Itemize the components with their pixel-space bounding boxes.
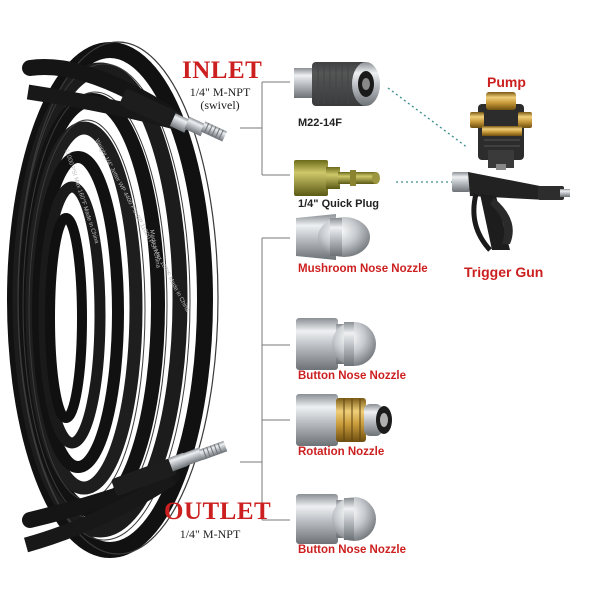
label-m22-14f: M22-14F — [298, 117, 343, 129]
inlet-note: (swivel) — [200, 98, 240, 112]
inlet-fitting — [119, 89, 227, 142]
quick-plug — [294, 160, 380, 196]
trigger-gun-illustration — [452, 172, 570, 252]
button-nozzle-1 — [296, 318, 376, 370]
mushroom-nozzle — [296, 214, 370, 260]
button-nozzle-2 — [296, 494, 376, 544]
outlet-title: OUTLET — [164, 498, 272, 525]
label-mushroom-nose-nozzle: Mushroom Nose Nozzle — [298, 263, 428, 275]
connector-lines — [387, 87, 469, 183]
inlet-thread: 1/4" M-NPT — [189, 85, 251, 99]
label-pump: Pump — [487, 74, 526, 90]
pump-illustration — [470, 92, 532, 170]
label-button-nose-nozzle-2: Button Nose Nozzle — [298, 544, 406, 556]
label-quick-plug: 1/4" Quick Plug — [298, 198, 380, 210]
outlet-fitting — [111, 440, 228, 496]
label-button-nose-nozzle-1: Button Nose Nozzle — [298, 370, 406, 382]
inlet-title: INLET — [182, 57, 263, 84]
bracket-lines — [240, 81, 290, 521]
rotation-nozzle — [296, 394, 392, 446]
inlet-spec: 1/4" M-NPT (swivel) — [170, 86, 270, 112]
outlet-thread: 1/4" M-NPT — [179, 527, 241, 541]
m22-coupler — [294, 62, 380, 106]
label-rotation-nozzle: Rotation Nozzle — [298, 446, 385, 458]
label-trigger-gun: Trigger Gun — [464, 264, 544, 280]
